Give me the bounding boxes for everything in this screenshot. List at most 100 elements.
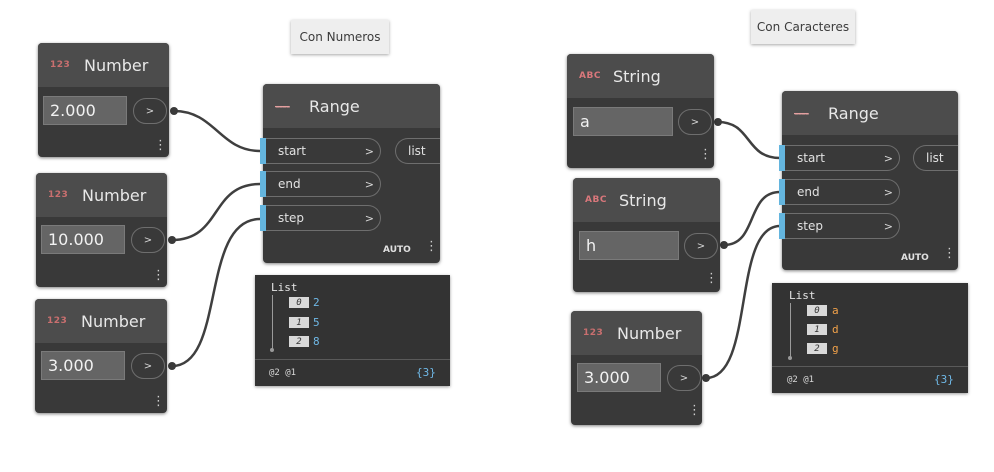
number-value-input[interactable]: 2.000 bbox=[43, 96, 127, 125]
input-port-start[interactable]: start > bbox=[266, 138, 381, 164]
wire-number1-start bbox=[173, 109, 261, 153]
port-end-connector[interactable] bbox=[779, 179, 785, 205]
node-title: String bbox=[619, 190, 667, 210]
node-title: Number bbox=[617, 323, 682, 343]
node-header[interactable]: 123 Number bbox=[38, 43, 169, 87]
output-port-button[interactable]: > bbox=[131, 353, 165, 379]
input-port-step[interactable]: step > bbox=[266, 205, 381, 231]
port-arrow-icon: > bbox=[883, 185, 893, 199]
preview-levels[interactable]: @2 @1 bbox=[269, 368, 297, 378]
node-header[interactable]: 123 Number bbox=[571, 311, 702, 355]
node-title: String bbox=[613, 66, 661, 86]
input-port-step[interactable]: step > bbox=[785, 213, 900, 239]
output-port-button[interactable]: > bbox=[684, 233, 718, 259]
port-label: end bbox=[797, 185, 820, 199]
string-value-input[interactable]: h bbox=[579, 231, 679, 260]
port-label: step bbox=[278, 211, 304, 225]
port-step-connector[interactable] bbox=[260, 205, 266, 231]
output-port-button[interactable]: > bbox=[678, 109, 712, 135]
node-header[interactable]: 123 Number bbox=[36, 173, 167, 217]
preview-levels[interactable]: @2 @1 bbox=[787, 375, 815, 385]
string-node[interactable]: ABC String h > ⋮ bbox=[573, 178, 720, 292]
note-text: Con Numeros bbox=[299, 30, 381, 44]
preview-divider bbox=[255, 359, 450, 360]
preview-index: 0 bbox=[807, 305, 827, 316]
node-menu-icon[interactable]: ⋮ bbox=[152, 394, 165, 409]
node-menu-icon[interactable]: ⋮ bbox=[943, 246, 956, 261]
string-value-input[interactable]: a bbox=[573, 107, 673, 136]
preview-count: {3} bbox=[934, 373, 954, 386]
preview-index: 1 bbox=[807, 324, 827, 335]
node-header[interactable]: ---- Range bbox=[782, 91, 958, 135]
node-title: Number bbox=[82, 185, 147, 205]
range-node[interactable]: ---- Range start > end > step > list AUT… bbox=[260, 84, 440, 263]
port-arrow-icon: > bbox=[364, 177, 374, 191]
input-port-start[interactable]: start > bbox=[785, 145, 900, 171]
node-menu-icon[interactable]: ⋮ bbox=[688, 403, 701, 418]
port-arrow-icon: > bbox=[883, 219, 893, 233]
port-label: list bbox=[408, 144, 426, 158]
node-menu-icon[interactable]: ⋮ bbox=[425, 239, 438, 254]
preview-value: 5 bbox=[313, 316, 320, 329]
node-menu-icon[interactable]: ⋮ bbox=[154, 138, 167, 153]
range-node[interactable]: ---- Range start > end > step > list AUT… bbox=[779, 91, 958, 270]
range-type-icon: ---- bbox=[275, 99, 290, 113]
number-node[interactable]: 123 Number 3.000 > ⋮ bbox=[571, 311, 702, 425]
port-arrow-icon: > bbox=[883, 151, 893, 165]
preview-index: 0 bbox=[289, 297, 309, 308]
node-menu-icon[interactable]: ⋮ bbox=[152, 268, 165, 283]
number-value-input[interactable]: 3.000 bbox=[577, 363, 661, 392]
output-port-list[interactable]: list bbox=[395, 138, 440, 164]
preview-tree-end bbox=[270, 348, 274, 352]
preview-value: a bbox=[832, 304, 839, 317]
string-node[interactable]: ABC String a > ⋮ bbox=[567, 54, 714, 168]
port-step-connector[interactable] bbox=[779, 213, 785, 239]
number-node[interactable]: 123 Number 10.000 > ⋮ bbox=[36, 173, 167, 287]
port-label: start bbox=[797, 151, 825, 165]
preview-index: 1 bbox=[289, 317, 309, 328]
note-con-numeros[interactable]: Con Numeros bbox=[291, 20, 389, 54]
number-type-icon: 123 bbox=[583, 328, 604, 338]
number-type-icon: 123 bbox=[48, 190, 69, 200]
port-label: start bbox=[278, 144, 306, 158]
note-con-caracteres[interactable]: Con Caracteres bbox=[751, 10, 855, 44]
preview-tree-end bbox=[788, 356, 792, 360]
lacing-label[interactable]: AUTO bbox=[383, 245, 411, 255]
number-value-input[interactable]: 3.000 bbox=[41, 351, 125, 380]
preview-divider bbox=[772, 366, 968, 367]
wire-string2-end bbox=[723, 190, 781, 247]
preview-list-title: List bbox=[271, 281, 298, 294]
number-value-input[interactable]: 10.000 bbox=[41, 225, 125, 254]
string-type-icon: ABC bbox=[585, 195, 607, 205]
preview-index: 2 bbox=[289, 336, 309, 347]
node-header[interactable]: ---- Range bbox=[263, 84, 440, 128]
number-node[interactable]: 123 Number 2.000 > ⋮ bbox=[38, 43, 169, 157]
preview-value: 2 bbox=[313, 296, 320, 309]
output-port-button[interactable]: > bbox=[131, 227, 165, 253]
node-header[interactable]: ABC String bbox=[567, 54, 714, 98]
output-port-button[interactable]: > bbox=[133, 98, 167, 124]
node-header[interactable]: ABC String bbox=[573, 178, 720, 222]
node-title: Number bbox=[81, 311, 146, 331]
node-menu-icon[interactable]: ⋮ bbox=[705, 271, 718, 286]
note-text: Con Caracteres bbox=[756, 20, 850, 34]
port-end-connector[interactable] bbox=[260, 171, 266, 197]
number-type-icon: 123 bbox=[47, 316, 68, 326]
node-header[interactable]: 123 Number bbox=[35, 299, 167, 343]
lacing-label[interactable]: AUTO bbox=[901, 253, 929, 263]
port-label: list bbox=[926, 151, 944, 165]
port-label: step bbox=[797, 219, 823, 233]
input-port-end[interactable]: end > bbox=[785, 179, 900, 205]
output-port-button[interactable]: > bbox=[667, 365, 701, 391]
port-label: end bbox=[278, 177, 301, 191]
number-node[interactable]: 123 Number 3.000 > ⋮ bbox=[35, 299, 167, 413]
output-port-list[interactable]: list bbox=[913, 145, 958, 171]
number-type-icon: 123 bbox=[50, 60, 71, 70]
list-preview[interactable]: List 0 a 1 d 2 g @2 @1 {3} bbox=[772, 283, 968, 393]
input-port-end[interactable]: end > bbox=[266, 171, 381, 197]
node-title: Number bbox=[84, 55, 149, 75]
node-menu-icon[interactable]: ⋮ bbox=[699, 147, 712, 162]
list-preview[interactable]: List 0 2 1 5 2 8 @2 @1 {3} bbox=[255, 275, 450, 386]
port-start-connector[interactable] bbox=[260, 138, 266, 164]
port-start-connector[interactable] bbox=[779, 145, 785, 171]
